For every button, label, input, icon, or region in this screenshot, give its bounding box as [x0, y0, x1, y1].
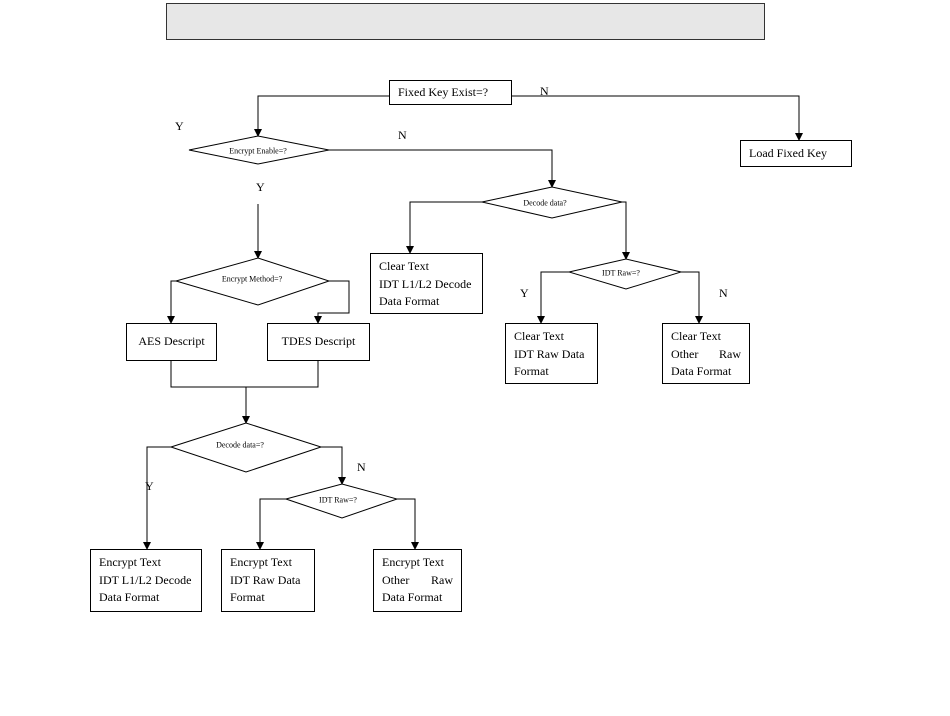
process-fixed-key-exist-label: Fixed Key Exist=? [398, 84, 489, 99]
edge-fixedkey-no [512, 95, 803, 141]
output-encrypt-l1l2-decode: Encrypt Text IDT L1/L2 Decode Data Forma… [90, 549, 202, 612]
output-line: Clear Text [671, 329, 721, 343]
branch-label-yes: Y [520, 286, 529, 300]
edge-merge [170, 361, 319, 388]
branch-label-no: N [398, 128, 407, 142]
output-word: Raw [431, 572, 453, 587]
decision-encrypt-enable-shape [188, 135, 330, 165]
output-encrypt-other-raw: Encrypt Text Other Raw Data Format [373, 549, 462, 612]
output-line: Data Format [379, 294, 440, 308]
output-line: IDT Raw Data [230, 572, 301, 587]
output-line: IDT L1/L2 Decode [99, 572, 192, 587]
output-line: Clear Text [379, 259, 429, 273]
output-clear-l1l2-decode: Clear Text IDT L1/L2 Decode Data Format [370, 253, 483, 314]
output-word: Other [382, 572, 410, 587]
output-line: Other Raw [671, 346, 741, 364]
output-line: Format [514, 364, 549, 378]
decision-encrypt-method-label: Encrypt Method=? [221, 274, 283, 284]
output-line: Encrypt Text [99, 555, 161, 569]
branch-label-yes: Y [256, 180, 265, 194]
edge-method-aes [167, 280, 176, 324]
decision-idt-raw-clear-shape [567, 258, 683, 290]
edge-cleardecode-yes [406, 201, 482, 254]
edge-encrypt-no [329, 149, 556, 188]
output-line: Data Format [99, 590, 160, 604]
process-tdes-descript-label: TDES Descript [281, 334, 356, 349]
process-aes-descript: AES Descript [126, 323, 217, 361]
branch-label-no: N [357, 460, 366, 474]
edge-encdecode-yes [143, 446, 171, 550]
branch-label-yes: Y [145, 479, 154, 493]
edge-encraw-yes [256, 498, 286, 550]
output-line: Clear Text [514, 329, 564, 343]
process-aes-descript-label: AES Descript [138, 334, 205, 349]
decision-decode-data-clear-label: Decode data? [523, 198, 567, 208]
output-line: IDT L1/L2 Decode [379, 276, 472, 291]
decision-idt-raw-clear-label: IDT Raw=? [602, 268, 640, 278]
decision-decode-data-clear-shape [481, 186, 623, 219]
edge-clearraw-yes [537, 271, 569, 324]
header-bar [166, 3, 765, 40]
output-line: IDT Raw Data [514, 346, 585, 361]
decision-encrypt-method-shape [174, 257, 331, 306]
edge-encdecode-no [321, 446, 346, 485]
output-line: Data Format [671, 364, 732, 378]
output-line: Encrypt Text [230, 555, 292, 569]
edge-method-tdes [314, 280, 350, 324]
process-load-fixed-key: Load Fixed Key [740, 140, 852, 167]
output-word: Raw [719, 346, 741, 361]
decision-encrypt-enable-label: Encrypt Enable=? [229, 146, 287, 156]
branch-label-no: N [540, 84, 549, 98]
edge-fixedkey-yes [254, 95, 389, 137]
edge-cleardecode-no [622, 201, 630, 260]
decision-idt-raw-enc-label: IDT Raw=? [319, 495, 357, 505]
output-word: Other [671, 346, 699, 361]
output-clear-other-raw: Clear Text Other Raw Data Format [662, 323, 750, 384]
output-encrypt-idt-raw: Encrypt Text IDT Raw Data Format [221, 549, 315, 612]
process-load-fixed-key-label: Load Fixed Key [749, 145, 827, 160]
process-fixed-key-exist: Fixed Key Exist=? [389, 80, 512, 105]
edge-clearraw-no [681, 271, 703, 324]
output-line: Encrypt Text [382, 555, 444, 569]
decision-idt-raw-enc-shape [284, 483, 399, 519]
decision-decode-data-enc-label: Decode data=? [216, 440, 264, 450]
branch-label-yes: Y [175, 119, 184, 133]
output-line: Other Raw [382, 572, 453, 590]
edge-encraw-no [397, 498, 419, 550]
branch-label-no: N [719, 286, 728, 300]
output-line: Data Format [382, 590, 443, 604]
decision-decode-data-enc-shape [169, 422, 323, 473]
process-tdes-descript: TDES Descript [267, 323, 370, 361]
output-clear-idt-raw: Clear Text IDT Raw Data Format [505, 323, 598, 384]
output-line: Format [230, 590, 265, 604]
